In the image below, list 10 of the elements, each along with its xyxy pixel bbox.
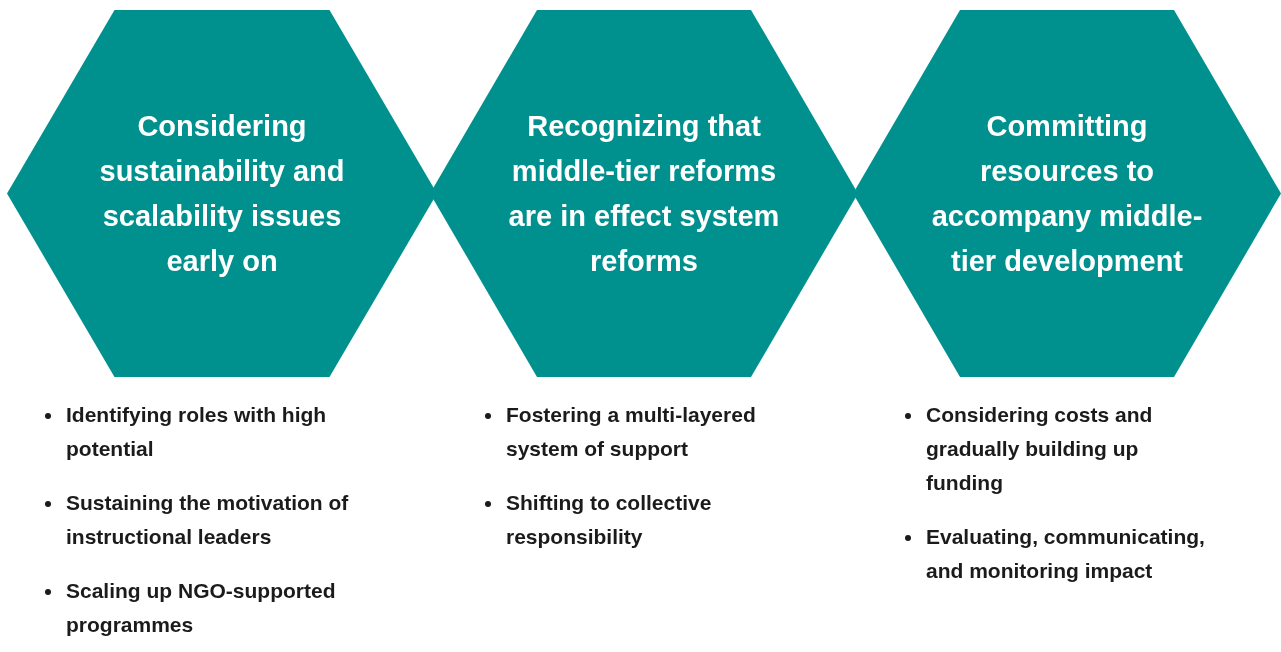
hexagon-title: Considering sustainability and scalability issues early on	[98, 108, 346, 279]
hexagon-title: Committing resources to accompany middle-tier development	[930, 108, 1204, 279]
bullet-text: Fostering a multi-layered system of support	[506, 402, 757, 462]
bullet-text: Scaling up NGO-supported programmes	[66, 578, 337, 638]
bullet-text: Shifting to collective responsibility	[506, 490, 713, 550]
bullet-text: Evaluating, communicating, and monitoring impact	[926, 524, 1206, 584]
hexagon-title: Recognizing that middle-tier reforms are in effect system reforms	[507, 108, 781, 279]
bullet-text: Considering costs and gradually building up funding	[926, 402, 1154, 496]
bullet-text: Identifying roles with high potential	[66, 402, 328, 462]
bullet-text: Sustaining the motivation of instructional leaders	[66, 490, 350, 550]
